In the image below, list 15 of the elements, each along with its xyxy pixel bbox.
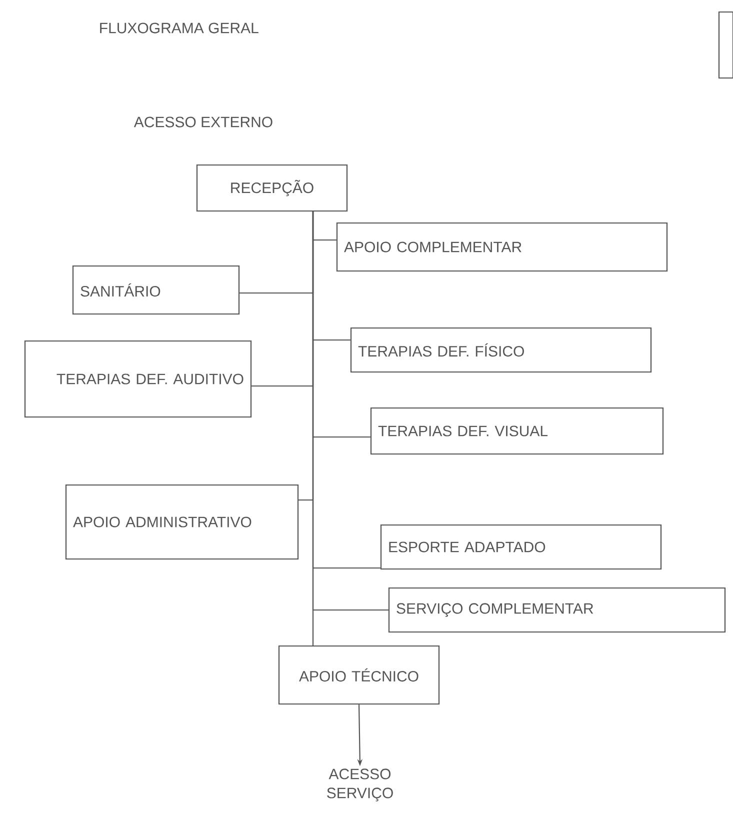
process-box: APOIO TÉCNICO [278, 645, 440, 705]
title: FLUXOGRAMA GERAL [100, 22, 258, 34]
connector-line [312, 212, 314, 646]
process-box: TERAPIAS DEF. VISUAL [370, 407, 664, 455]
process-box: ESPORTE ADAPTADO [380, 524, 662, 570]
process-box: APOIO COMPLEMENTAR [336, 222, 668, 272]
process-box: APOIO ADMINISTRATIVO [65, 484, 299, 560]
process-box: TERAPIAS DEF. AUDITIVO [24, 340, 252, 418]
process-box: SANITÁRIO [72, 265, 240, 315]
process-box: TERAPIAS DEF. FÍSICO [350, 327, 652, 373]
empty-box [718, 11, 733, 79]
process-box: SERVIÇO COMPLEMENTAR [388, 587, 726, 633]
label-text: ACESSO EXTERNO [134, 116, 272, 128]
bare-text: ACESSO SERVIÇO [327, 768, 393, 802]
process-box: RECEPÇÃO [196, 164, 348, 212]
